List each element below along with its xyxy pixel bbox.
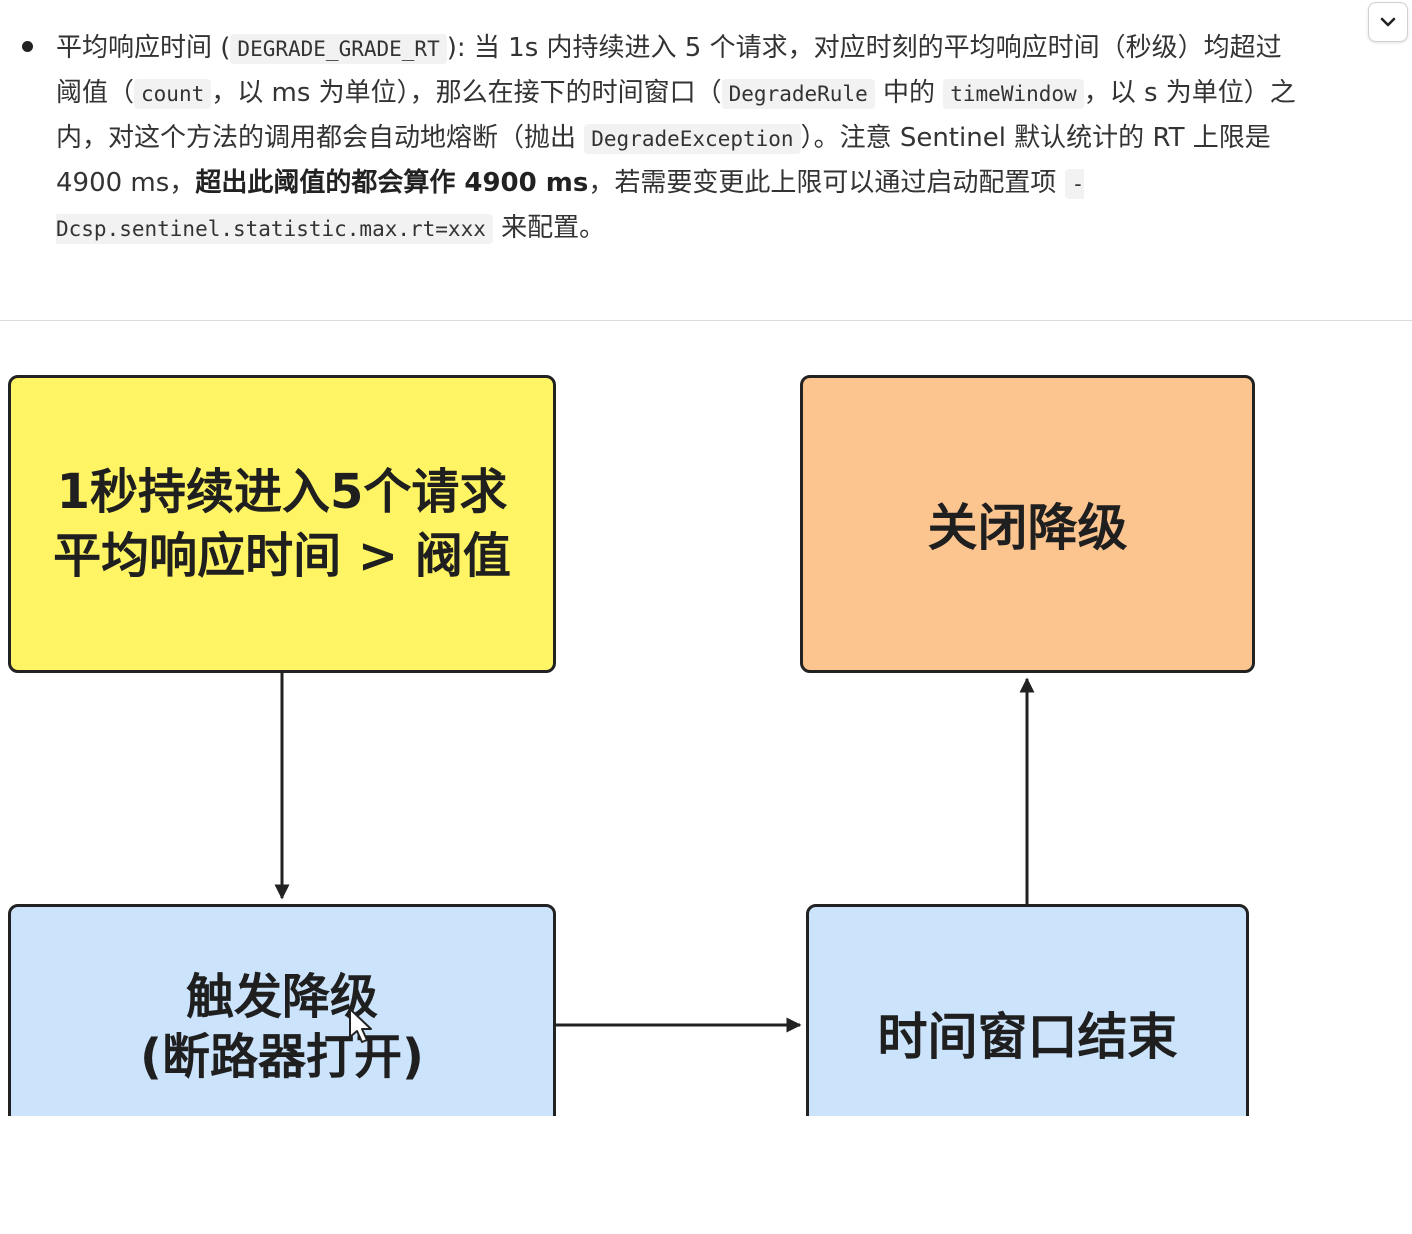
box-close-degrade: 关闭降级 <box>800 375 1255 673</box>
text-segment: ，以 ms 为单位），那么在接下的时间窗口（ <box>211 78 722 108</box>
box-condition: 1秒持续进入5个请求 平均响应时间 > 阀值 <box>8 375 556 673</box>
text-segment: ）。注意 Sentinel 默认统计的 RT 上限是 4900 ms， <box>56 123 1271 198</box>
box-window-end-label: 时间窗口结束 <box>877 1008 1178 1066</box>
list-bullet <box>22 41 33 52</box>
text-segment: ，以 s 为单位）之内，对这个方法的调用都会自动地熔断（抛出 <box>56 78 1296 153</box>
box-close-label: 关闭降级 <box>927 499 1128 557</box>
code-count: count <box>134 79 212 109</box>
rt-description-paragraph: 平均响应时间 (DEGRADE_GRADE_RT): 当 1s 内持续进入 5 … <box>56 26 1296 251</box>
box-condition-line1: 1秒持续进入5个请求 <box>56 464 508 520</box>
code-degrade-rule: DegradeRule <box>721 79 875 109</box>
box-condition-line2: 平均响应时间 > 阀值 <box>53 528 511 584</box>
chevron-down-icon <box>1380 17 1396 27</box>
degrade-flow-diagram: 1秒持续进入5个请求 平均响应时间 > 阀值 关闭降级 触发降级 (断路器打开)… <box>0 322 1412 1116</box>
section-divider <box>0 320 1412 321</box>
text-segment: 来配置。 <box>492 213 606 243</box>
code-time-window: timeWindow <box>943 79 1084 109</box>
text-segment: ，若需要变更此上限可以通过启动配置项 <box>588 168 1065 198</box>
text-segment: 中的 <box>874 78 944 108</box>
text-segment: 平均响应时间 ( <box>56 33 231 63</box>
box-trigger-degrade: 触发降级 (断路器打开) <box>8 904 556 1116</box>
code-degrade-exception: DegradeException <box>584 124 801 154</box>
mouse-cursor-icon <box>349 1008 372 1043</box>
box-trigger-line1: 触发降级 <box>185 969 378 1025</box>
box-trigger-line2: (断路器打开) <box>140 1029 424 1085</box>
flow-arrows <box>274 673 1035 1033</box>
bold-emphasis: 超出此阈值的都会算作 4900 ms <box>195 168 589 198</box>
text-segment: ): 当 1s 内持续进入 5 个请求，对应时刻的平均响应时间（秒级）均超过阈值… <box>56 33 1282 108</box>
collapse-toggle-button[interactable] <box>1368 2 1408 42</box>
code-degrade-grade-rt: DEGRADE_GRADE_RT <box>230 34 447 64</box>
box-window-end: 时间窗口结束 <box>806 904 1249 1116</box>
